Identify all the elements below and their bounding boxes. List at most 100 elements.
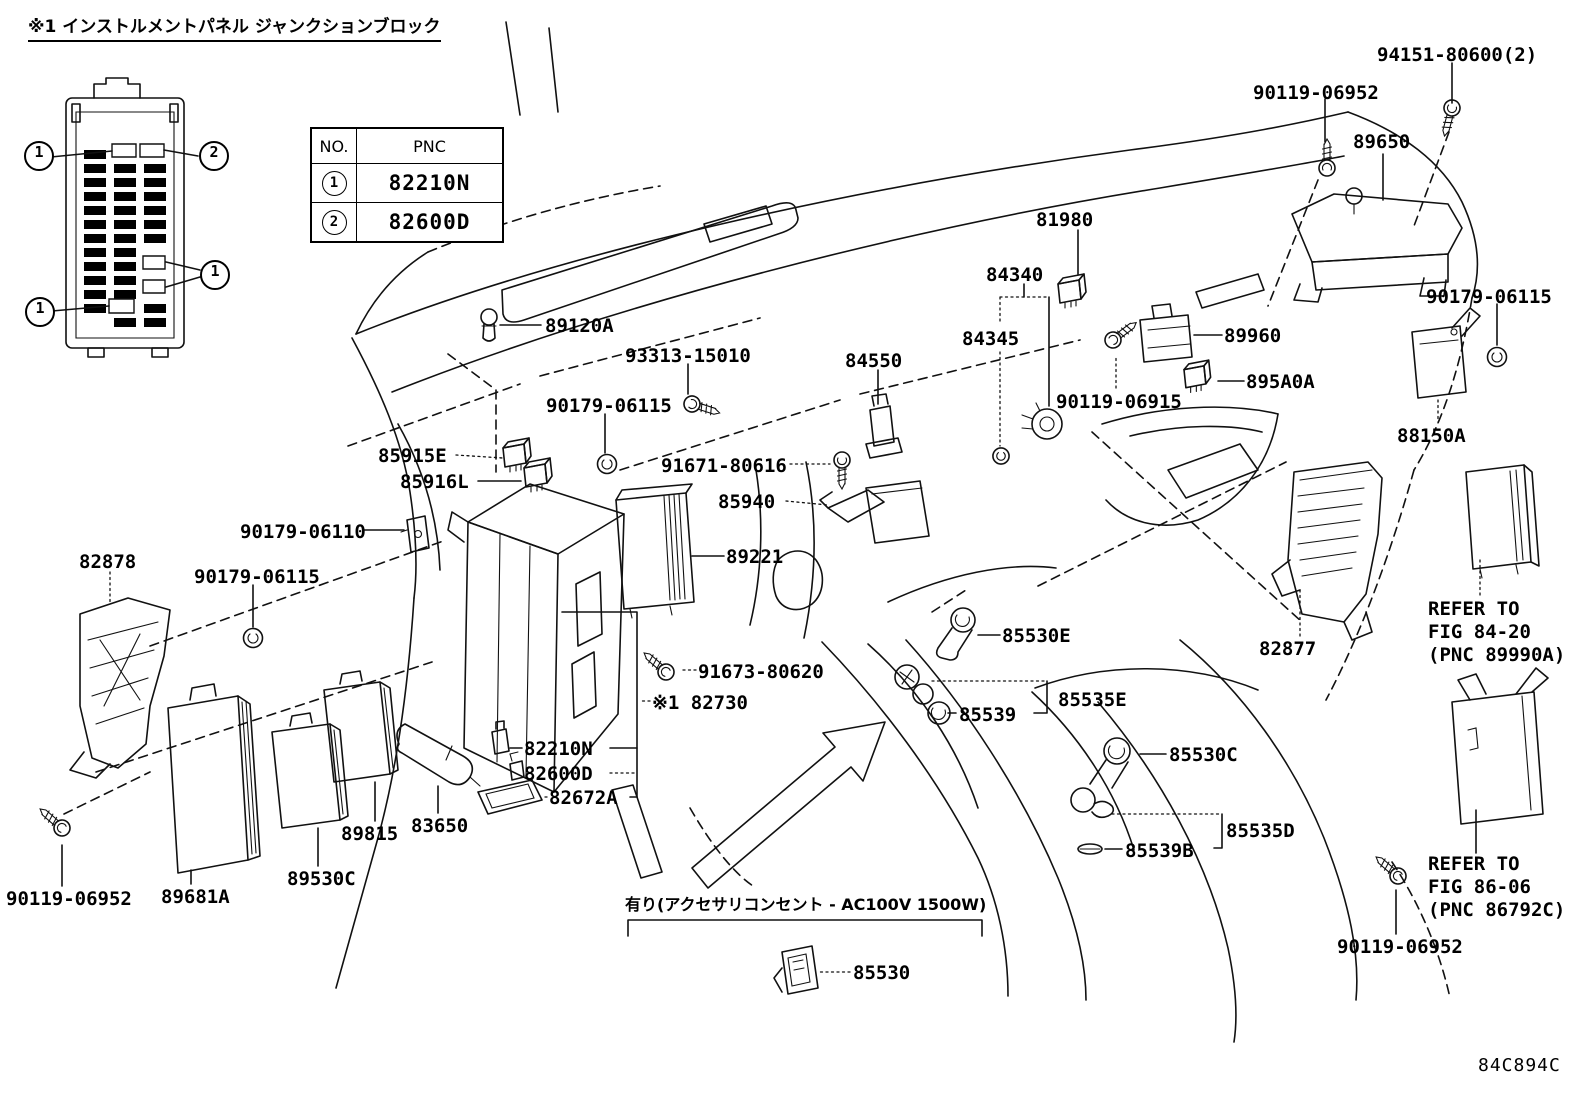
- part-label-83650: 83650: [411, 815, 469, 837]
- grommet-icon: [1486, 346, 1508, 368]
- pnc-table-col-pnc: PNC: [413, 136, 446, 156]
- part-label-refer-84-20: REFER TO FIG 84-20 (PNC 89990A): [1428, 598, 1566, 666]
- bracket-icon-82878: [70, 598, 170, 778]
- box-icon-89650: [1292, 188, 1462, 302]
- ecu-icon-89221: [616, 484, 694, 618]
- screw-icon: [833, 451, 851, 490]
- bracket-icon-85940: [820, 481, 929, 543]
- part-label-85915E: 85915E: [378, 445, 447, 467]
- grommet-icon: [242, 627, 264, 649]
- part-label-90119-06952-br: 90119-06952: [1337, 936, 1463, 958]
- junction-block-icon: [448, 484, 624, 792]
- socket-icon-85539-85535e: [895, 665, 950, 724]
- pnc-row-number: 1: [312, 164, 357, 202]
- part-label-89815: 89815: [341, 823, 399, 845]
- socket-icon-85530e: [937, 608, 975, 660]
- pnc-row-value: 82210N: [388, 171, 471, 195]
- relay-icon-895a0a: [1183, 359, 1212, 394]
- part-label-94151-80600: 94151-80600(2): [1377, 44, 1538, 66]
- part-label-90119-06952-bl: 90119-06952: [6, 888, 132, 910]
- clip-icon-90179-06110: [401, 516, 429, 552]
- part-label-85916L: 85916L: [400, 471, 469, 493]
- part-label-90179-06115-r: 90179-06115: [1426, 286, 1552, 308]
- part-label-89681A: 89681A: [161, 886, 230, 908]
- ecu-icon-89530c: [272, 713, 348, 828]
- part-label-82877: 82877: [1259, 638, 1317, 660]
- pnc-table-col-no: NO.: [312, 129, 357, 163]
- accessory-outlet-note: 有り(アクセサリコンセント - AC100V 1500W): [625, 895, 987, 914]
- screw-icon: [34, 802, 75, 841]
- part-label-88150A: 88150A: [1397, 425, 1466, 447]
- part-label-895A0A: 895A0A: [1246, 371, 1315, 393]
- dashboard-outline: [64, 22, 1477, 1042]
- pnc-table-row: 1 82210N: [312, 163, 502, 202]
- sensor-icon-84550: [866, 394, 902, 458]
- fusebox-callout-1: 1: [200, 260, 230, 290]
- part-label-90119-06952-t: 90119-06952: [1253, 82, 1379, 104]
- part-label-84340: 84340: [986, 264, 1044, 286]
- ecu-icon-88150a: [1412, 308, 1480, 398]
- diagram-code: 84C894C: [1478, 1055, 1561, 1076]
- screw-icon: [1100, 315, 1142, 353]
- bracket-icon-82877: [1272, 462, 1382, 640]
- fusebox-callout-2: 2: [199, 141, 229, 171]
- part-label-81980: 81980: [1036, 209, 1094, 231]
- part-label-90179-06110: 90179-06110: [240, 521, 366, 543]
- part-label-89221: 89221: [726, 546, 784, 568]
- pnc-table-row: 2 82600D: [312, 202, 502, 241]
- pnc-row-number: 2: [312, 203, 357, 241]
- part-label-89120A: 89120A: [545, 315, 614, 337]
- grommet-icon: [596, 453, 618, 475]
- screw-icon: [681, 393, 723, 422]
- clip-icon-82600d: [510, 752, 524, 780]
- part-label-84550: 84550: [845, 350, 903, 372]
- outlet-icon-85530: [774, 946, 818, 994]
- part-label-82672A: 82672A: [549, 787, 618, 809]
- plate-icon-82672a: [478, 780, 542, 814]
- part-label-84345: 84345: [962, 328, 1020, 350]
- part-label-85535E: 85535E: [1058, 689, 1127, 711]
- part-icons: [34, 97, 1548, 994]
- header-note: ※1 インストルメントパネル ジャンクションブロック: [28, 12, 441, 42]
- part-label-85539B: 85539B: [1125, 840, 1194, 862]
- plug-icon-84340: [1022, 403, 1062, 439]
- part-label-85530: 85530: [853, 962, 911, 984]
- part-label-90179-06115-l: 90179-06115: [194, 566, 320, 588]
- part-label-89650: 89650: [1353, 131, 1411, 153]
- part-label-91671-80616: 91671-80616: [661, 455, 787, 477]
- part-label-85539: 85539: [959, 704, 1017, 726]
- part-label-82210N: 82210N: [524, 738, 593, 760]
- fusebox-diagram: [51, 78, 200, 357]
- fusebox-callout-1: 1: [24, 141, 54, 171]
- part-label-82600D: 82600D: [524, 763, 593, 785]
- clip-icon-82210n: [492, 721, 509, 754]
- part-label-91673-80620: 91673-80620: [698, 661, 824, 683]
- ecu-icon-89990a: [1466, 465, 1539, 578]
- pnc-table-header: NO. PNC: [312, 129, 502, 163]
- part-label-85530C: 85530C: [1169, 744, 1238, 766]
- part-label-89960: 89960: [1224, 325, 1282, 347]
- part-label-85940: 85940: [718, 491, 776, 513]
- part-label-82878: 82878: [79, 551, 137, 573]
- part-label-93313-15010: 93313-15010: [625, 345, 751, 367]
- assembly-arrow-icon: [692, 722, 885, 888]
- rod-icon-83650: [397, 724, 480, 786]
- pnc-table: NO. PNC 1 82210N 2 82600D: [310, 127, 504, 243]
- socket-icon-85530c: [1071, 738, 1130, 817]
- ecu-icon-89960: [1140, 304, 1192, 362]
- bulb-icon-85539b: [1078, 844, 1102, 854]
- pnc-row-value: 82600D: [388, 210, 471, 234]
- part-label-82730: ※1 82730: [652, 692, 748, 714]
- part-label-90179-06115-c: 90179-06115: [546, 395, 672, 417]
- bulb-icon-89120a: [481, 309, 497, 341]
- ecu-icon-89815: [324, 671, 398, 782]
- part-label-89530C: 89530C: [287, 868, 356, 890]
- relay-icon-81980: [1057, 273, 1087, 309]
- screw-icon: [638, 646, 679, 685]
- part-label-85535D: 85535D: [1226, 820, 1295, 842]
- ecu-icon-86792c: [1452, 668, 1548, 824]
- part-label-90119-06915: 90119-06915: [1056, 391, 1182, 413]
- part-label-refer-86-06: REFER TO FIG 86-06 (PNC 86792C): [1428, 853, 1566, 921]
